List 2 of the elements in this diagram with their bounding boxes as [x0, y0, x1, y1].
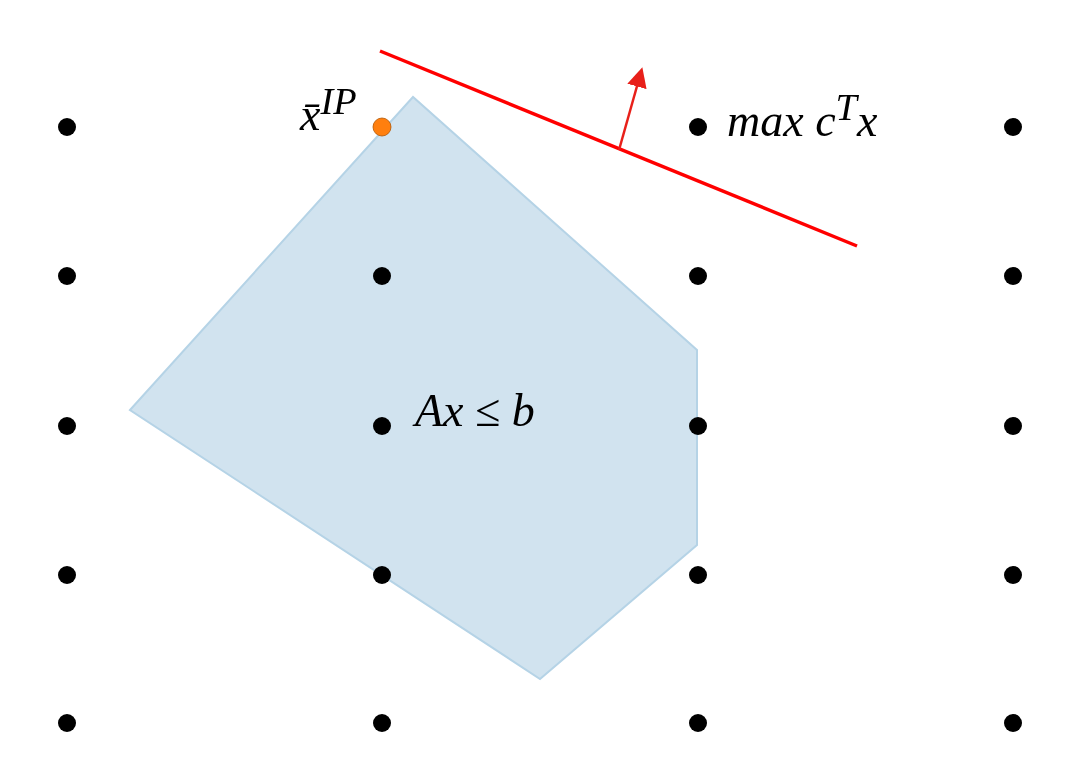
point-label: x̄$^{IP}$	[300, 82, 357, 139]
objective-label: max c$^{T}$x	[727, 88, 878, 145]
